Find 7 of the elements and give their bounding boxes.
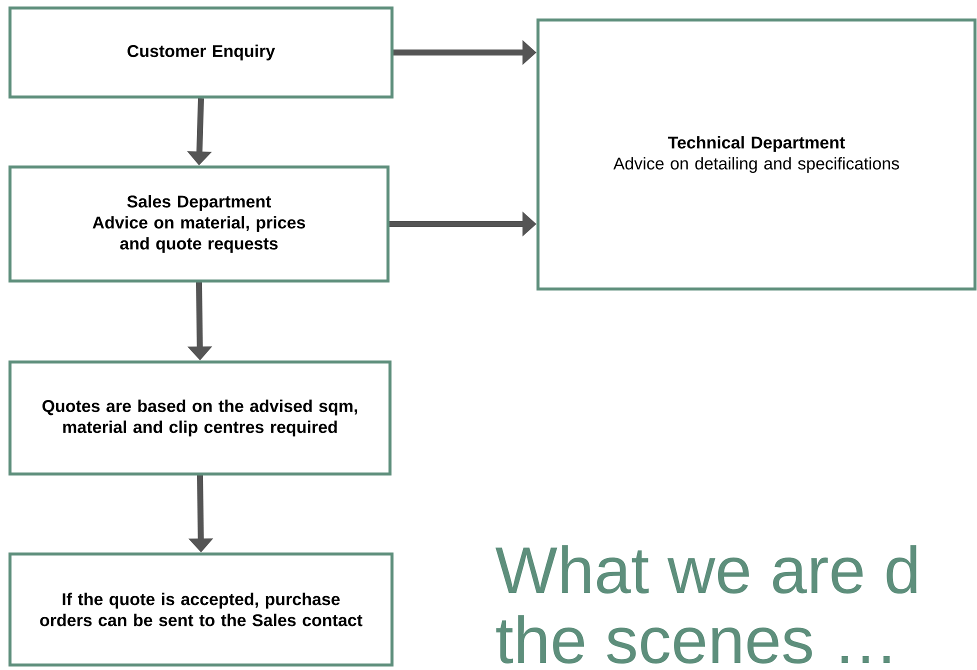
process-box: Customer Enquiry: [8, 6, 394, 98]
heading-text: What we are d: [496, 545, 916, 594]
process-box: If the quote is accepted, purchase orders can be sent to the Sales contact: [8, 552, 394, 666]
process-box: Quotes are based on the advised sqm, material and clip centres required: [8, 360, 392, 476]
process-box: Technical Department Advice on detailing and specifications: [536, 18, 976, 290]
process-box: Sales Department Advice on material, prices and quote requests: [8, 166, 390, 282]
heading-text: the scenes …: [496, 615, 890, 664]
